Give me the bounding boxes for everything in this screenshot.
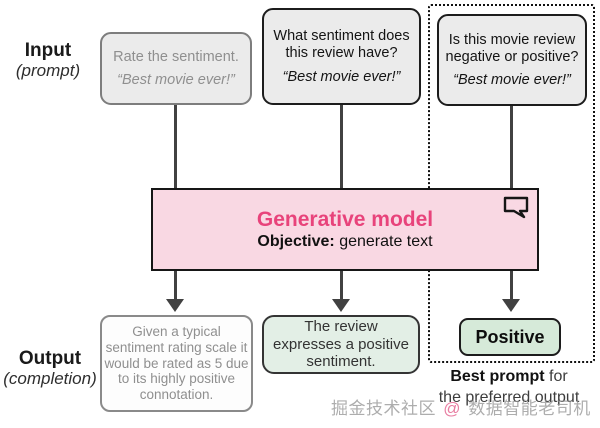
connector-line xyxy=(340,271,343,300)
watermark-right: 数据智能老司机 xyxy=(463,399,591,418)
output-box-positive: Positive xyxy=(459,318,561,356)
best-prompt-caption: Best prompt for the preferred output xyxy=(420,367,598,409)
input-box-what-sentiment: What sentiment does this review have? “B… xyxy=(262,8,421,105)
input-quote: “Best movie ever!” xyxy=(453,72,571,89)
input-question: What sentiment does this review have? xyxy=(273,28,410,61)
input-question: Is this movie review negative or positiv… xyxy=(445,31,579,65)
caption-line1: Best prompt for xyxy=(420,367,598,388)
speech-bubble-icon xyxy=(503,196,529,219)
generative-model-box: Generative model Objective: generate tex… xyxy=(151,188,539,271)
watermark-left: 掘金技术社区 xyxy=(331,399,442,418)
output-box-positive-sentiment: The review expresses a positive sentimen… xyxy=(262,315,420,374)
output-box-rating-scale: Given a typical sentiment rating scale i… xyxy=(100,315,253,412)
caption-rest: for xyxy=(544,368,568,385)
model-objective-label: Objective: xyxy=(257,233,335,251)
input-label-sub: (prompt) xyxy=(15,61,81,81)
input-label-title: Input xyxy=(24,40,72,61)
output-text: Positive xyxy=(475,326,545,347)
watermark: 掘金技术社区 @ 数据智能老司机 xyxy=(331,394,591,419)
input-box-rate-sentiment: Rate the sentiment. “Best movie ever!” xyxy=(100,32,252,105)
input-label: Input (prompt) xyxy=(0,40,96,80)
connector-line xyxy=(340,105,343,188)
input-box-negative-positive: Is this movie review negative or positiv… xyxy=(437,14,587,106)
best-prompt-dashed-outline xyxy=(428,4,595,363)
watermark-at: @ xyxy=(443,399,461,418)
arrow-down-icon xyxy=(332,299,350,312)
output-text: Given a typical sentiment rating scale i… xyxy=(104,323,249,403)
caption-line2: the preferred output xyxy=(438,388,580,406)
output-label-sub: (completion) xyxy=(3,369,97,389)
connector-line xyxy=(510,106,513,188)
connector-line xyxy=(174,271,177,300)
input-quote: “Best movie ever!” xyxy=(282,68,401,85)
model-objective-rest: generate text xyxy=(334,233,433,251)
model-objective: Objective: generate text xyxy=(257,233,432,251)
arrow-down-icon xyxy=(502,299,520,312)
output-label: Output (completion) xyxy=(0,348,100,388)
arrow-down-icon xyxy=(166,299,184,312)
output-label-title: Output xyxy=(18,348,82,369)
caption-bold: Best prompt xyxy=(450,368,545,385)
connector-line xyxy=(510,271,513,300)
input-question: Rate the sentiment. xyxy=(113,48,239,65)
input-quote: “Best movie ever!” xyxy=(117,72,235,89)
connector-line xyxy=(174,105,177,188)
output-text: The review expresses a positive sentimen… xyxy=(273,317,409,371)
model-title: Generative model xyxy=(256,207,434,231)
